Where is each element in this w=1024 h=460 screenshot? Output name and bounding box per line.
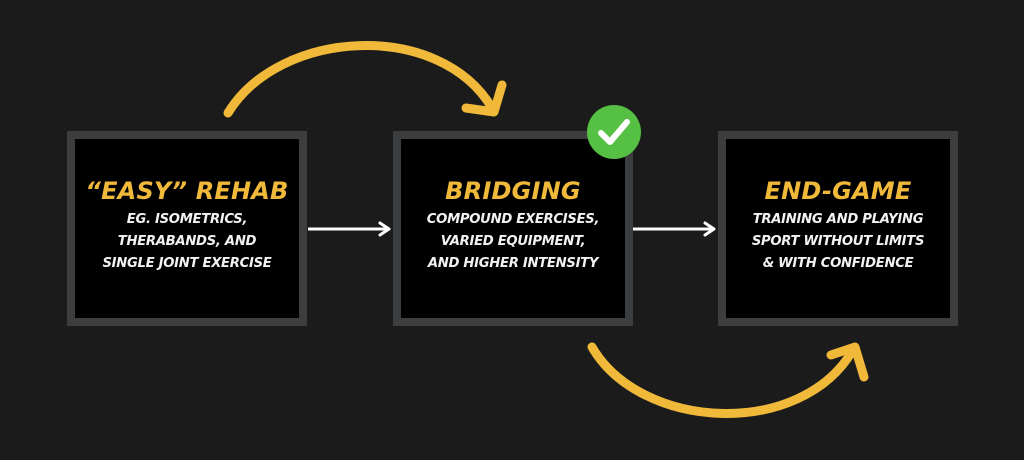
stage-description-line: COMPOUND EXERCISES, <box>426 212 600 227</box>
stage-title: “EASY” REHAB <box>85 177 289 205</box>
stage-description: EG. ISOMETRICS, THERABANDS, AND SINGLE J… <box>102 209 271 275</box>
stage-description-line: & WITH CONFIDENCE <box>762 256 914 271</box>
arrow-stage2-to-stage3 <box>633 221 716 237</box>
stage-description-line: SINGLE JOINT EXERCISE <box>102 256 272 271</box>
stage-title: END-GAME <box>764 177 912 205</box>
stage-description-line: AND HIGHER INTENSITY <box>427 256 599 271</box>
check-icon <box>587 105 641 159</box>
stage-box-end-game: END-GAME TRAINING AND PLAYING SPORT WITH… <box>718 131 958 326</box>
arrow-stage1-to-stage2 <box>308 221 391 237</box>
stage-description-line: TRAINING AND PLAYING <box>752 212 924 227</box>
stage-description-line: SPORT WITHOUT LIMITS <box>751 234 925 249</box>
stage-box-easy-rehab: “EASY” REHAB EG. ISOMETRICS, THERABANDS,… <box>67 131 307 326</box>
curved-arrow-stage2-to-stage3 <box>587 342 869 418</box>
stage-box-bridging: BRIDGING COMPOUND EXERCISES, VARIED EQUI… <box>393 131 633 326</box>
stage-description-line: VARIED EQUIPMENT, <box>440 234 586 249</box>
stage-description-line: EG. ISOMETRICS, <box>126 212 248 227</box>
curved-arrow-stage1-to-stage2 <box>223 41 507 118</box>
stage-description: TRAINING AND PLAYING SPORT WITHOUT LIMIT… <box>751 209 925 275</box>
stage-description: COMPOUND EXERCISES, VARIED EQUIPMENT, AN… <box>426 209 600 275</box>
stage-title: BRIDGING <box>445 177 581 205</box>
stage-description-line: THERABANDS, AND <box>117 234 257 249</box>
